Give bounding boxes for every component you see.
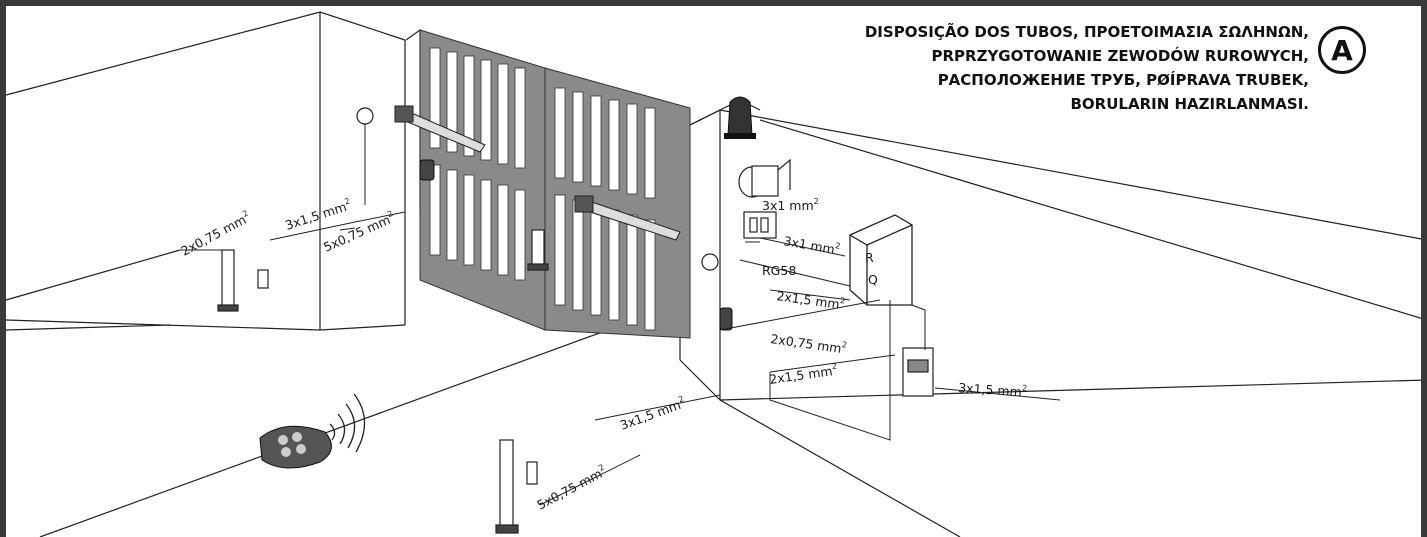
panel-letter-r: R	[865, 250, 874, 265]
figure-title: DISPOSIÇÃO DOS TUBOS, ΠΡΟΕΤΟΙΜΑΣΙΑ ΣΩΛΗΝ…	[865, 20, 1309, 116]
wire-label-8: 2x0,75 mm2	[770, 330, 848, 357]
antenna-icon	[738, 158, 791, 198]
wire-label-4: 3x1 mm2	[762, 197, 819, 213]
motor-arm-icon	[394, 105, 681, 241]
title-line-3: РАСПОЛОЖЕНИЕ ТРУБ, PØÍPRAVA TRUBEK,	[937, 71, 1309, 89]
switch-icon	[743, 211, 777, 239]
gate-icon	[419, 29, 691, 339]
control-panel-icon	[849, 214, 913, 306]
title-line-4: BORULARIN HAZIRLANMASI.	[1070, 95, 1310, 113]
flashing-lamp-icon	[724, 96, 756, 139]
wire-label-6: RG58	[762, 263, 796, 278]
title-line-1: DISPOSIÇÃO DOS TUBOS, ΠΡΟΕΤΟΙΜΑΣΙΑ ΣΩΛΗΝ…	[864, 23, 1309, 41]
wire-label-7: 2x1,5 mm2	[776, 287, 846, 312]
panel-letter-q: Q	[868, 272, 878, 287]
key-selector-icon	[419, 159, 733, 331]
wire-label-5: 3x1 mm2	[782, 232, 841, 258]
wire-label-2: 3x1,5 mm2	[283, 196, 353, 232]
photocell-wall-icon	[356, 107, 719, 271]
figure-badge: A	[1318, 26, 1366, 74]
wire-label-12: 5x0,75 mm2	[534, 463, 609, 513]
keypad-icon	[902, 347, 934, 397]
photocell-post-icon	[217, 229, 549, 534]
wire-label-9: 2x1,5 mm2	[768, 362, 838, 387]
wire-runs	[180, 124, 1061, 506]
remote-control-icon	[259, 393, 366, 469]
wall-outlines	[5, 11, 1427, 537]
title-line-2: PRPRZYGOTOWANIE ZEWODÓW RUROWYCH,	[931, 47, 1309, 65]
wire-label-1: 2x0,75 mm2	[178, 209, 253, 259]
wire-label-10: 3x1,5 mm2	[958, 379, 1028, 400]
